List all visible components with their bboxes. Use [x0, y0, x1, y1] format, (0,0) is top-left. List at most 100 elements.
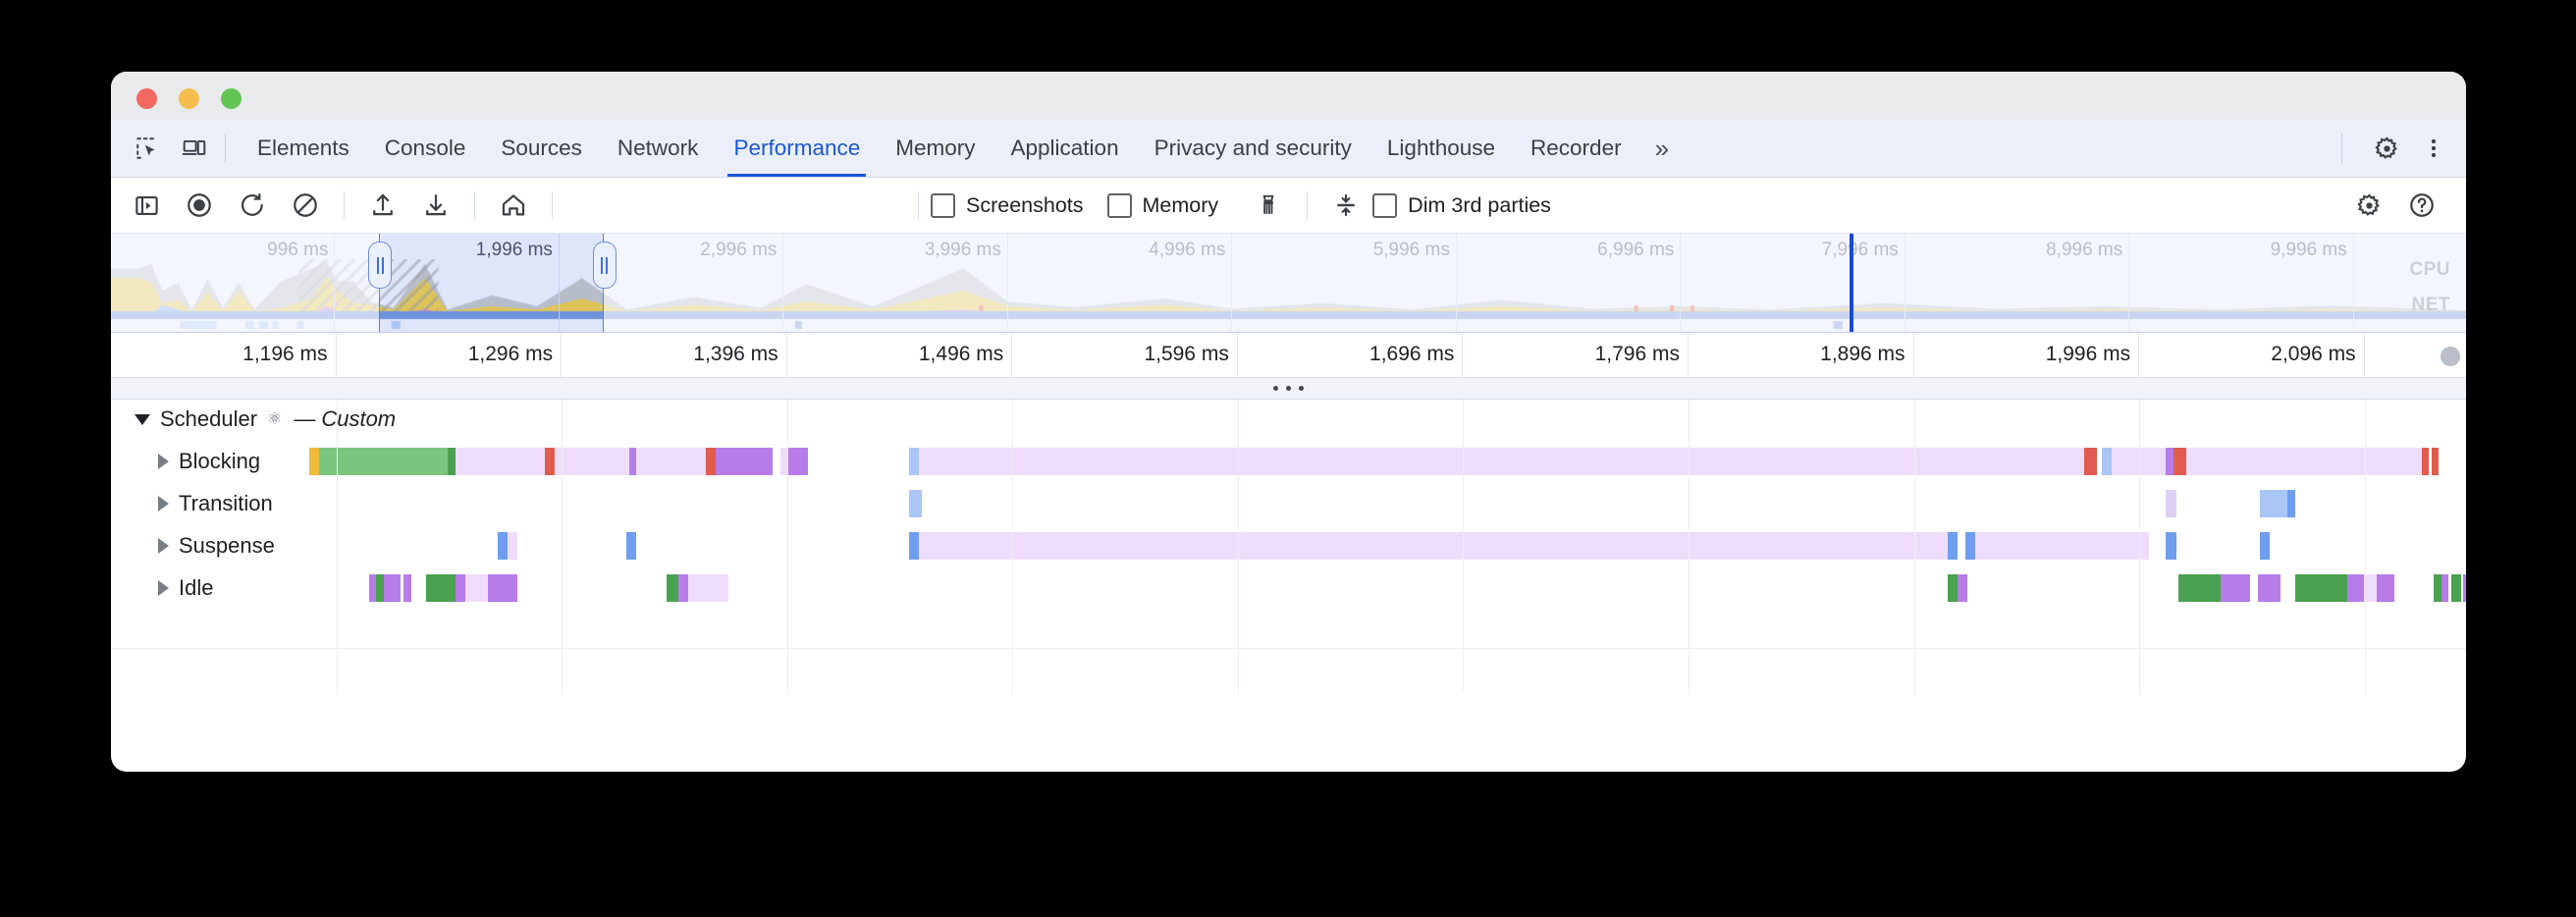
flame-event-bar[interactable] [1948, 532, 1959, 560]
tab-performance[interactable]: Performance [716, 120, 878, 177]
track-label-transition[interactable]: Transition [158, 484, 273, 523]
flame-event-bar[interactable] [909, 532, 920, 560]
reload-and-record-icon[interactable] [235, 188, 270, 223]
tab-lighthouse[interactable]: Lighthouse [1369, 120, 1513, 177]
tab-sources[interactable]: Sources [483, 120, 600, 177]
flame-event-bar[interactable] [787, 448, 808, 475]
home-icon[interactable] [496, 188, 531, 223]
track-label-idle[interactable]: Idle [158, 568, 213, 608]
overview-selection-window[interactable] [379, 234, 604, 332]
flame-event-bar[interactable] [2377, 574, 2394, 602]
flame-event-bar[interactable] [2434, 574, 2442, 602]
flame-event-bar[interactable] [909, 490, 922, 517]
track-row-suspense[interactable]: Suspense [111, 526, 2466, 566]
expand-caret-icon[interactable] [158, 580, 169, 596]
flame-event-bar[interactable] [456, 574, 466, 602]
expand-caret-icon[interactable] [158, 496, 169, 512]
flame-event-bar[interactable] [919, 532, 1949, 560]
overview-left-handle[interactable] [368, 242, 393, 289]
tab-network[interactable]: Network [600, 120, 717, 177]
flame-event-bar[interactable] [2166, 532, 2176, 560]
load-profile-icon[interactable] [365, 188, 401, 223]
pane-resizer-handle[interactable] [111, 378, 2466, 400]
track-label-blocking[interactable]: Blocking [158, 442, 260, 481]
flame-event-bar[interactable] [544, 448, 555, 475]
flame-event-bar[interactable] [2441, 574, 2449, 602]
flame-event-bar[interactable] [2257, 574, 2281, 602]
flame-chart-tracks[interactable]: Scheduler ⚛ — Custom Blocking Transition [111, 400, 2466, 757]
flame-event-bar[interactable] [2364, 574, 2378, 602]
flame-event-bar[interactable] [555, 448, 629, 475]
flame-event-bar[interactable] [309, 448, 320, 475]
close-window-button[interactable] [136, 88, 157, 109]
flame-event-bar[interactable] [2463, 574, 2466, 602]
flame-event-bar[interactable] [909, 448, 920, 475]
inspect-element-icon[interactable] [131, 132, 164, 165]
tab-console[interactable]: Console [367, 120, 484, 177]
flame-event-bar[interactable] [626, 532, 637, 560]
tab-elements[interactable]: Elements [240, 120, 367, 177]
flame-event-bar[interactable] [2260, 532, 2271, 560]
flame-event-bar[interactable] [2220, 574, 2251, 602]
overview-right-handle[interactable] [592, 242, 617, 289]
flame-event-bar[interactable] [2431, 448, 2440, 475]
flame-event-bar[interactable] [487, 574, 518, 602]
flame-event-bar[interactable] [636, 448, 707, 475]
flame-event-bar[interactable] [402, 574, 411, 602]
capture-settings-icon[interactable] [2351, 188, 2387, 223]
flame-event-bar[interactable] [2166, 490, 2176, 517]
flame-event-bar[interactable] [2346, 574, 2365, 602]
flame-event-bar[interactable] [383, 574, 402, 602]
device-toolbar-icon[interactable] [178, 132, 211, 165]
flame-event-bar[interactable] [2111, 448, 2167, 475]
flame-event-bar[interactable] [376, 574, 384, 602]
flame-event-bar[interactable] [2260, 490, 2288, 517]
tab-memory[interactable]: Memory [878, 120, 993, 177]
tab-application[interactable]: Application [993, 120, 1137, 177]
flame-event-bar[interactable] [706, 448, 717, 475]
flame-event-bar[interactable] [368, 574, 377, 602]
flame-event-bar[interactable] [1974, 532, 2149, 560]
more-options-icon[interactable] [2417, 132, 2450, 165]
clear-icon[interactable] [288, 188, 323, 223]
flame-event-bar[interactable] [319, 448, 449, 475]
track-group-label-row[interactable]: Scheduler ⚛ — Custom [134, 400, 396, 439]
flame-event-bar[interactable] [716, 448, 724, 475]
track-label-suspense[interactable]: Suspense [158, 526, 275, 566]
dim-3rd-parties-checkbox[interactable]: Dim 3rd parties [1372, 192, 1551, 218]
flame-event-bar[interactable] [497, 532, 509, 560]
help-icon[interactable] [2404, 188, 2440, 223]
settings-gear-icon[interactable] [2370, 132, 2403, 165]
toggle-sidebar-icon[interactable] [129, 188, 164, 223]
horizontal-scroll-thumb[interactable] [2441, 347, 2460, 366]
flame-event-bar[interactable] [688, 574, 728, 602]
flame-event-bar[interactable] [2185, 448, 2422, 475]
flame-event-bar[interactable] [779, 448, 788, 475]
memory-checkbox[interactable]: Memory [1106, 192, 1218, 218]
flame-event-bar[interactable] [2174, 448, 2186, 475]
maximize-window-button[interactable] [221, 88, 242, 109]
flame-event-bar[interactable] [456, 448, 545, 475]
flame-event-bar[interactable] [508, 532, 518, 560]
track-row-transition[interactable]: Transition [111, 484, 2466, 523]
record-icon[interactable] [182, 188, 217, 223]
flame-event-bar[interactable] [723, 448, 774, 475]
collapse-caret-icon[interactable] [134, 413, 150, 425]
flame-event-bar[interactable] [2101, 448, 2112, 475]
tab-recorder[interactable]: Recorder [1513, 120, 1639, 177]
screenshots-checkbox[interactable]: Screenshots [931, 192, 1084, 218]
expand-caret-icon[interactable] [158, 454, 169, 469]
flame-event-bar[interactable] [2294, 574, 2347, 602]
track-row-idle[interactable]: Idle [111, 568, 2466, 608]
flame-event-bar[interactable] [2450, 574, 2461, 602]
flame-event-bar[interactable] [1958, 574, 1968, 602]
flame-event-bar[interactable] [1964, 532, 1975, 560]
flame-event-bar[interactable] [425, 574, 456, 602]
flame-event-bar[interactable] [2166, 448, 2174, 475]
flame-event-bar[interactable] [2421, 448, 2430, 475]
flame-event-bar[interactable] [628, 448, 637, 475]
timeline-overview[interactable]: 996 ms1,996 ms2,996 ms3,996 ms4,996 ms5,… [111, 234, 2466, 332]
flame-event-bar[interactable] [465, 574, 488, 602]
track-row-blocking[interactable]: Blocking [111, 442, 2466, 481]
more-tabs-chevron-icon[interactable]: » [1639, 120, 1685, 177]
